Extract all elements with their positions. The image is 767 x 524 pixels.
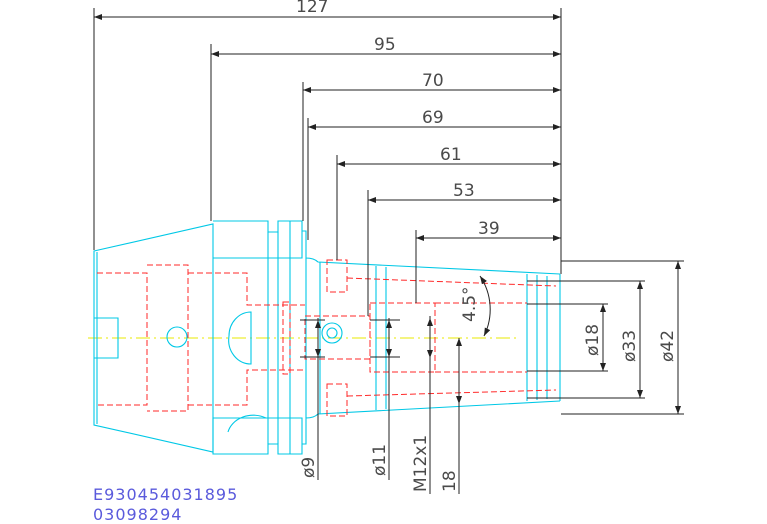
dim-thread: M12x1: [411, 435, 431, 492]
dim-dia-9: ø9: [299, 457, 319, 478]
dim-53: 53: [453, 181, 475, 201]
dim-70: 70: [422, 71, 444, 91]
dim-dia-18: ø18: [583, 324, 603, 356]
part-number-code: E930454031895: [93, 485, 239, 504]
dim-dia-33: ø33: [620, 330, 640, 362]
dimension-labels: 127 95 70 69 61 53 39 ø18 ø33 ø42 4.5° ø…: [296, 0, 678, 492]
secondary-code: 03098294: [93, 505, 183, 524]
dim-39: 39: [478, 219, 500, 239]
dim-dia-42: ø42: [658, 330, 678, 362]
dimension-lines: [93, 8, 684, 494]
dim-69: 69: [422, 108, 444, 128]
dim-angle: 4.5°: [460, 286, 480, 322]
hidden-lines: [97, 259, 557, 417]
dim-61: 61: [440, 145, 462, 165]
dim-18: 18: [440, 470, 460, 492]
dim-127: 127: [296, 0, 328, 17]
dim-95: 95: [374, 35, 396, 55]
dim-dia-11: ø11: [370, 444, 390, 476]
